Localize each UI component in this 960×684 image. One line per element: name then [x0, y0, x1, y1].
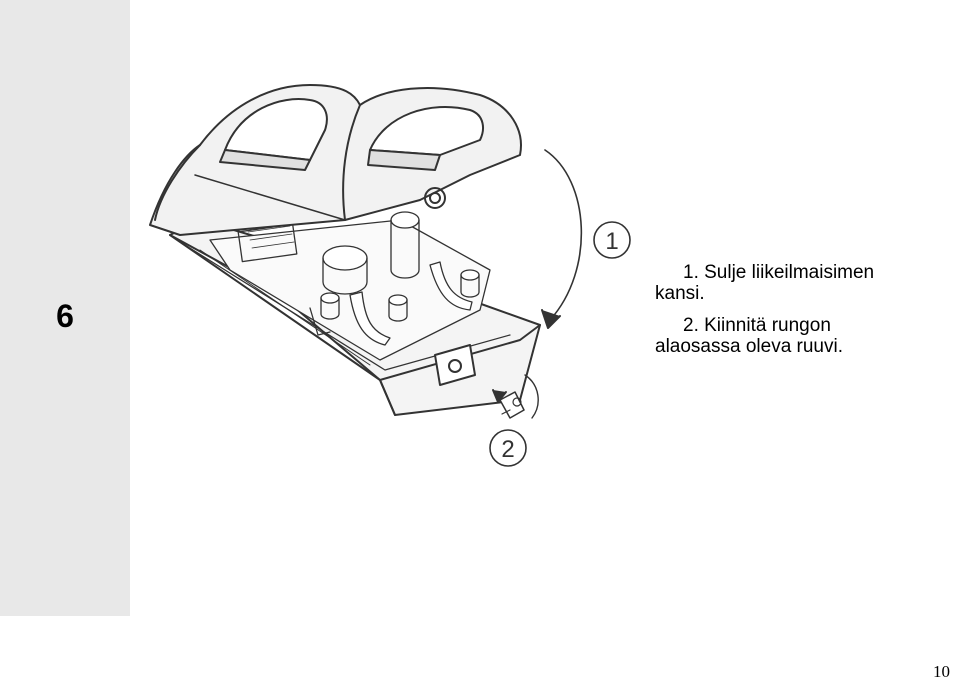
instruction-step-1-line-1: 1. Sulje liikeilmaisimen [683, 262, 875, 283]
svg-text:1: 1 [605, 228, 618, 255]
svg-text:2: 2 [501, 436, 514, 463]
instruction-step-1-line-2: kansi. [655, 283, 705, 304]
lens-cover [149, 84, 522, 236]
step-sidebar: 6 [0, 0, 130, 616]
curved-arrow-icon [541, 149, 583, 329]
page-number: 10 [933, 662, 950, 681]
instruction-text: 1. Sulje liikeilmaisimen kansi. 2. Kiinn… [655, 262, 955, 357]
callout-2: 2 [489, 429, 527, 467]
step-number: 6 [56, 298, 74, 334]
motion-detector-illustration: 1 2 [149, 84, 631, 467]
callout-1: 1 [593, 221, 631, 259]
screw-icon [492, 374, 539, 419]
circuit-board [209, 211, 491, 361]
instruction-step-2-line-2: alaosassa oleva ruuvi. [655, 336, 843, 357]
instruction-step-2: 2. Kiinnitä rungon alaosassa oleva ruuvi… [655, 315, 955, 357]
instruction-step-2-line-1: 2. Kiinnitä rungon [683, 315, 831, 336]
instruction-step-1: 1. Sulje liikeilmaisimen kansi. [655, 262, 955, 304]
